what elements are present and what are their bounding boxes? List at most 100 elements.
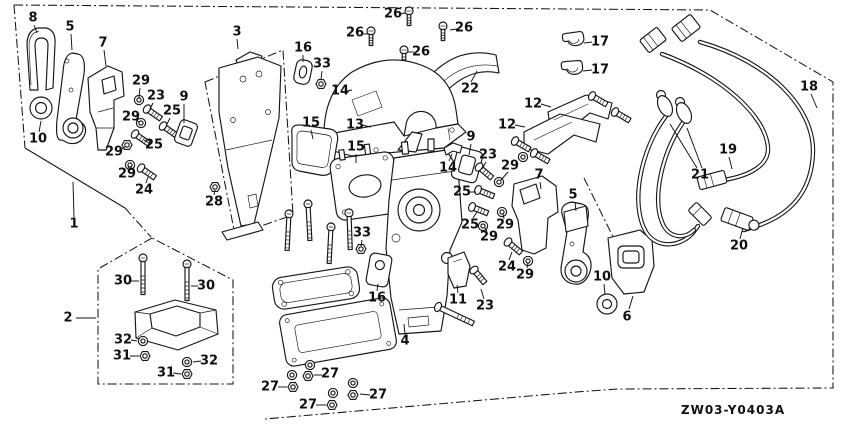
callout-leader-25 xyxy=(166,117,171,125)
part-callout-24: 24 xyxy=(498,260,516,275)
callout-leader-10 xyxy=(38,120,42,133)
callout-leader-32 xyxy=(192,360,202,363)
callout-leader-14 xyxy=(448,153,453,162)
screw-26 xyxy=(366,26,376,47)
part-callout-30: 30 xyxy=(197,279,215,294)
callout-leader-26 xyxy=(399,12,406,15)
control-body-4 xyxy=(385,131,484,335)
callout-leader-32 xyxy=(130,339,138,342)
part-callout-27: 27 xyxy=(261,380,279,395)
callout-leader-17 xyxy=(583,41,593,44)
callout-leader-12 xyxy=(540,103,552,108)
diagram-code: ZW03-Y0403A xyxy=(681,403,785,417)
bottom-center-parts xyxy=(271,199,471,410)
part-callout-27: 27 xyxy=(369,388,387,403)
part-callout-14: 14 xyxy=(331,84,349,99)
part-callout-31: 31 xyxy=(113,349,131,364)
callout-leader-23 xyxy=(480,288,485,300)
callout-leader-24 xyxy=(145,176,149,184)
knob-10 xyxy=(596,293,618,315)
handle-grip-8 xyxy=(26,27,56,91)
mount-spacer-kit xyxy=(134,253,219,379)
callout-leader-25 xyxy=(143,139,150,144)
part-callout-13: 13 xyxy=(346,118,364,133)
part-callout-26: 26 xyxy=(346,26,364,41)
callout-leader-33 xyxy=(320,70,323,80)
callout-leader-14 xyxy=(346,89,353,92)
grommet-16 xyxy=(293,59,313,85)
part-callout-22: 22 xyxy=(461,82,479,97)
callout-leader-1 xyxy=(72,181,75,218)
callout-leader-8 xyxy=(33,24,38,34)
part-callout-23: 23 xyxy=(476,299,494,314)
part-callout-29: 29 xyxy=(516,268,534,283)
part-callout-27: 27 xyxy=(321,367,339,382)
part-callout-16: 16 xyxy=(294,41,312,56)
callout-leader-5 xyxy=(70,33,73,51)
bracket-plates-12 xyxy=(509,89,633,167)
part-callout-3: 3 xyxy=(232,25,241,40)
key-plate-11 xyxy=(447,251,471,289)
callout-leader-16 xyxy=(376,283,379,292)
nut-31 xyxy=(139,351,151,361)
plate-strip xyxy=(221,221,264,241)
callout-leader-29 xyxy=(526,262,529,269)
part-callout-4: 4 xyxy=(400,334,409,349)
part-callout-1: 1 xyxy=(69,217,78,232)
callout-leader-31 xyxy=(172,372,182,375)
washer-32 xyxy=(181,356,193,368)
gasket-15-pair xyxy=(291,124,401,221)
part-callout-23: 23 xyxy=(147,89,165,104)
left-fastener-cluster xyxy=(121,94,199,183)
part-callout-15: 15 xyxy=(347,140,365,155)
control-lever-5 xyxy=(55,52,87,145)
part-callout-29: 29 xyxy=(501,159,519,174)
part-callout-20: 20 xyxy=(730,239,748,254)
callout-leader-29 xyxy=(135,119,140,123)
control-lever-5 xyxy=(560,201,592,285)
callout-leader-5 xyxy=(574,201,577,212)
callout-leader-7 xyxy=(103,49,107,67)
callout-leader-4 xyxy=(403,323,406,335)
part-callout-5: 5 xyxy=(65,20,74,35)
part-callout-7: 7 xyxy=(98,36,107,51)
part-callout-8: 8 xyxy=(28,11,37,26)
rubber-mount-9 xyxy=(450,146,484,184)
callout-leader-6 xyxy=(628,295,634,310)
callout-leader-29 xyxy=(502,213,505,220)
harness-connector xyxy=(671,14,701,42)
part-callout-25: 25 xyxy=(163,104,181,119)
part-callout-23: 23 xyxy=(479,148,497,163)
part-callout-6: 6 xyxy=(622,310,631,325)
part-callout-10: 10 xyxy=(593,270,611,285)
part-callout-25: 25 xyxy=(461,218,479,233)
part-callout-7: 7 xyxy=(534,168,543,183)
part-callout-29: 29 xyxy=(132,74,150,89)
part-callout-14: 14 xyxy=(439,161,457,176)
nut-31 xyxy=(181,369,193,379)
part-callout-17: 17 xyxy=(591,35,609,50)
callout-leader-22 xyxy=(470,70,478,83)
part-callout-29: 29 xyxy=(118,167,136,182)
screw-26 xyxy=(438,21,448,42)
lever-bracket-7 xyxy=(87,65,125,151)
callout-leader-29 xyxy=(127,165,130,169)
callout-leader-23 xyxy=(481,161,487,170)
part-callout-31: 31 xyxy=(157,366,175,381)
callout-leader-29 xyxy=(119,146,126,151)
part-callout-15: 15 xyxy=(302,116,320,131)
part-callout-28: 28 xyxy=(205,195,223,210)
nut-33 xyxy=(315,79,327,89)
callout-leader-3 xyxy=(236,38,239,50)
callout-leader-29 xyxy=(138,87,141,99)
gasket-small xyxy=(271,266,361,310)
part-callout-26: 26 xyxy=(412,45,430,60)
callout-leader-13 xyxy=(361,124,372,128)
cover-sheet-22 xyxy=(431,52,500,98)
part-callout-21: 21 xyxy=(691,168,709,183)
knob-10 xyxy=(29,96,53,120)
spacer-block xyxy=(134,299,219,351)
rubber-mount-9 xyxy=(173,119,199,147)
